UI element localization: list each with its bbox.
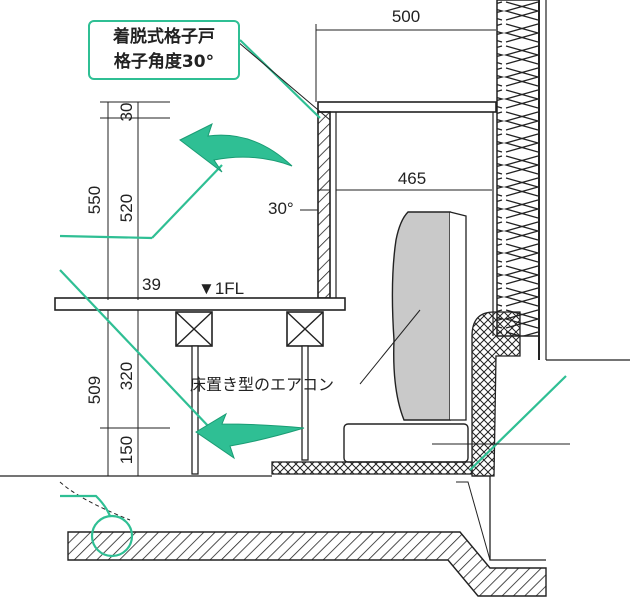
foundation — [0, 475, 547, 597]
joist-left — [175, 311, 213, 347]
corner-insulation — [471, 311, 521, 477]
joist-right — [286, 311, 324, 347]
dim-inner-width: 465 — [398, 169, 426, 188]
aircon-base — [343, 423, 469, 463]
dim-top-width: 500 — [392, 7, 420, 26]
leader-lines-black — [237, 41, 570, 445]
dim-left-top: 30 — [117, 103, 136, 122]
dim-left-total: 550 — [85, 186, 104, 214]
exterior-wall — [496, 0, 630, 361]
aircon-label: 床置き型のエアコン — [190, 375, 334, 394]
floor-slab — [271, 461, 473, 475]
dim-lower-bottom: 150 — [117, 436, 136, 464]
post-right — [301, 345, 309, 461]
dim-left-mid: 520 — [117, 194, 136, 222]
dim-lower-total: 509 — [85, 376, 104, 404]
top-shelf — [317, 101, 497, 113]
leader-lines — [59, 39, 567, 558]
airflow-arrow-up-icon — [179, 123, 293, 173]
floor-board — [54, 297, 346, 311]
airflow-arrow-down-icon — [195, 412, 305, 460]
aircon-unit — [391, 211, 451, 421]
dim-floor-gap: 39 — [142, 275, 161, 294]
lattice-door — [317, 111, 331, 299]
lattice-door-callout: 着脱式格子戸 格子角度30° — [88, 20, 240, 80]
dim-lower-mid: 320 — [117, 362, 136, 390]
floor-level-label: ▼1FL — [198, 279, 244, 298]
dimension-lines — [100, 24, 496, 477]
callout-line2: 格子角度30° — [113, 52, 215, 72]
angle-label: 30° — [268, 199, 294, 218]
callout-line1: 着脱式格子戸 — [113, 27, 215, 47]
